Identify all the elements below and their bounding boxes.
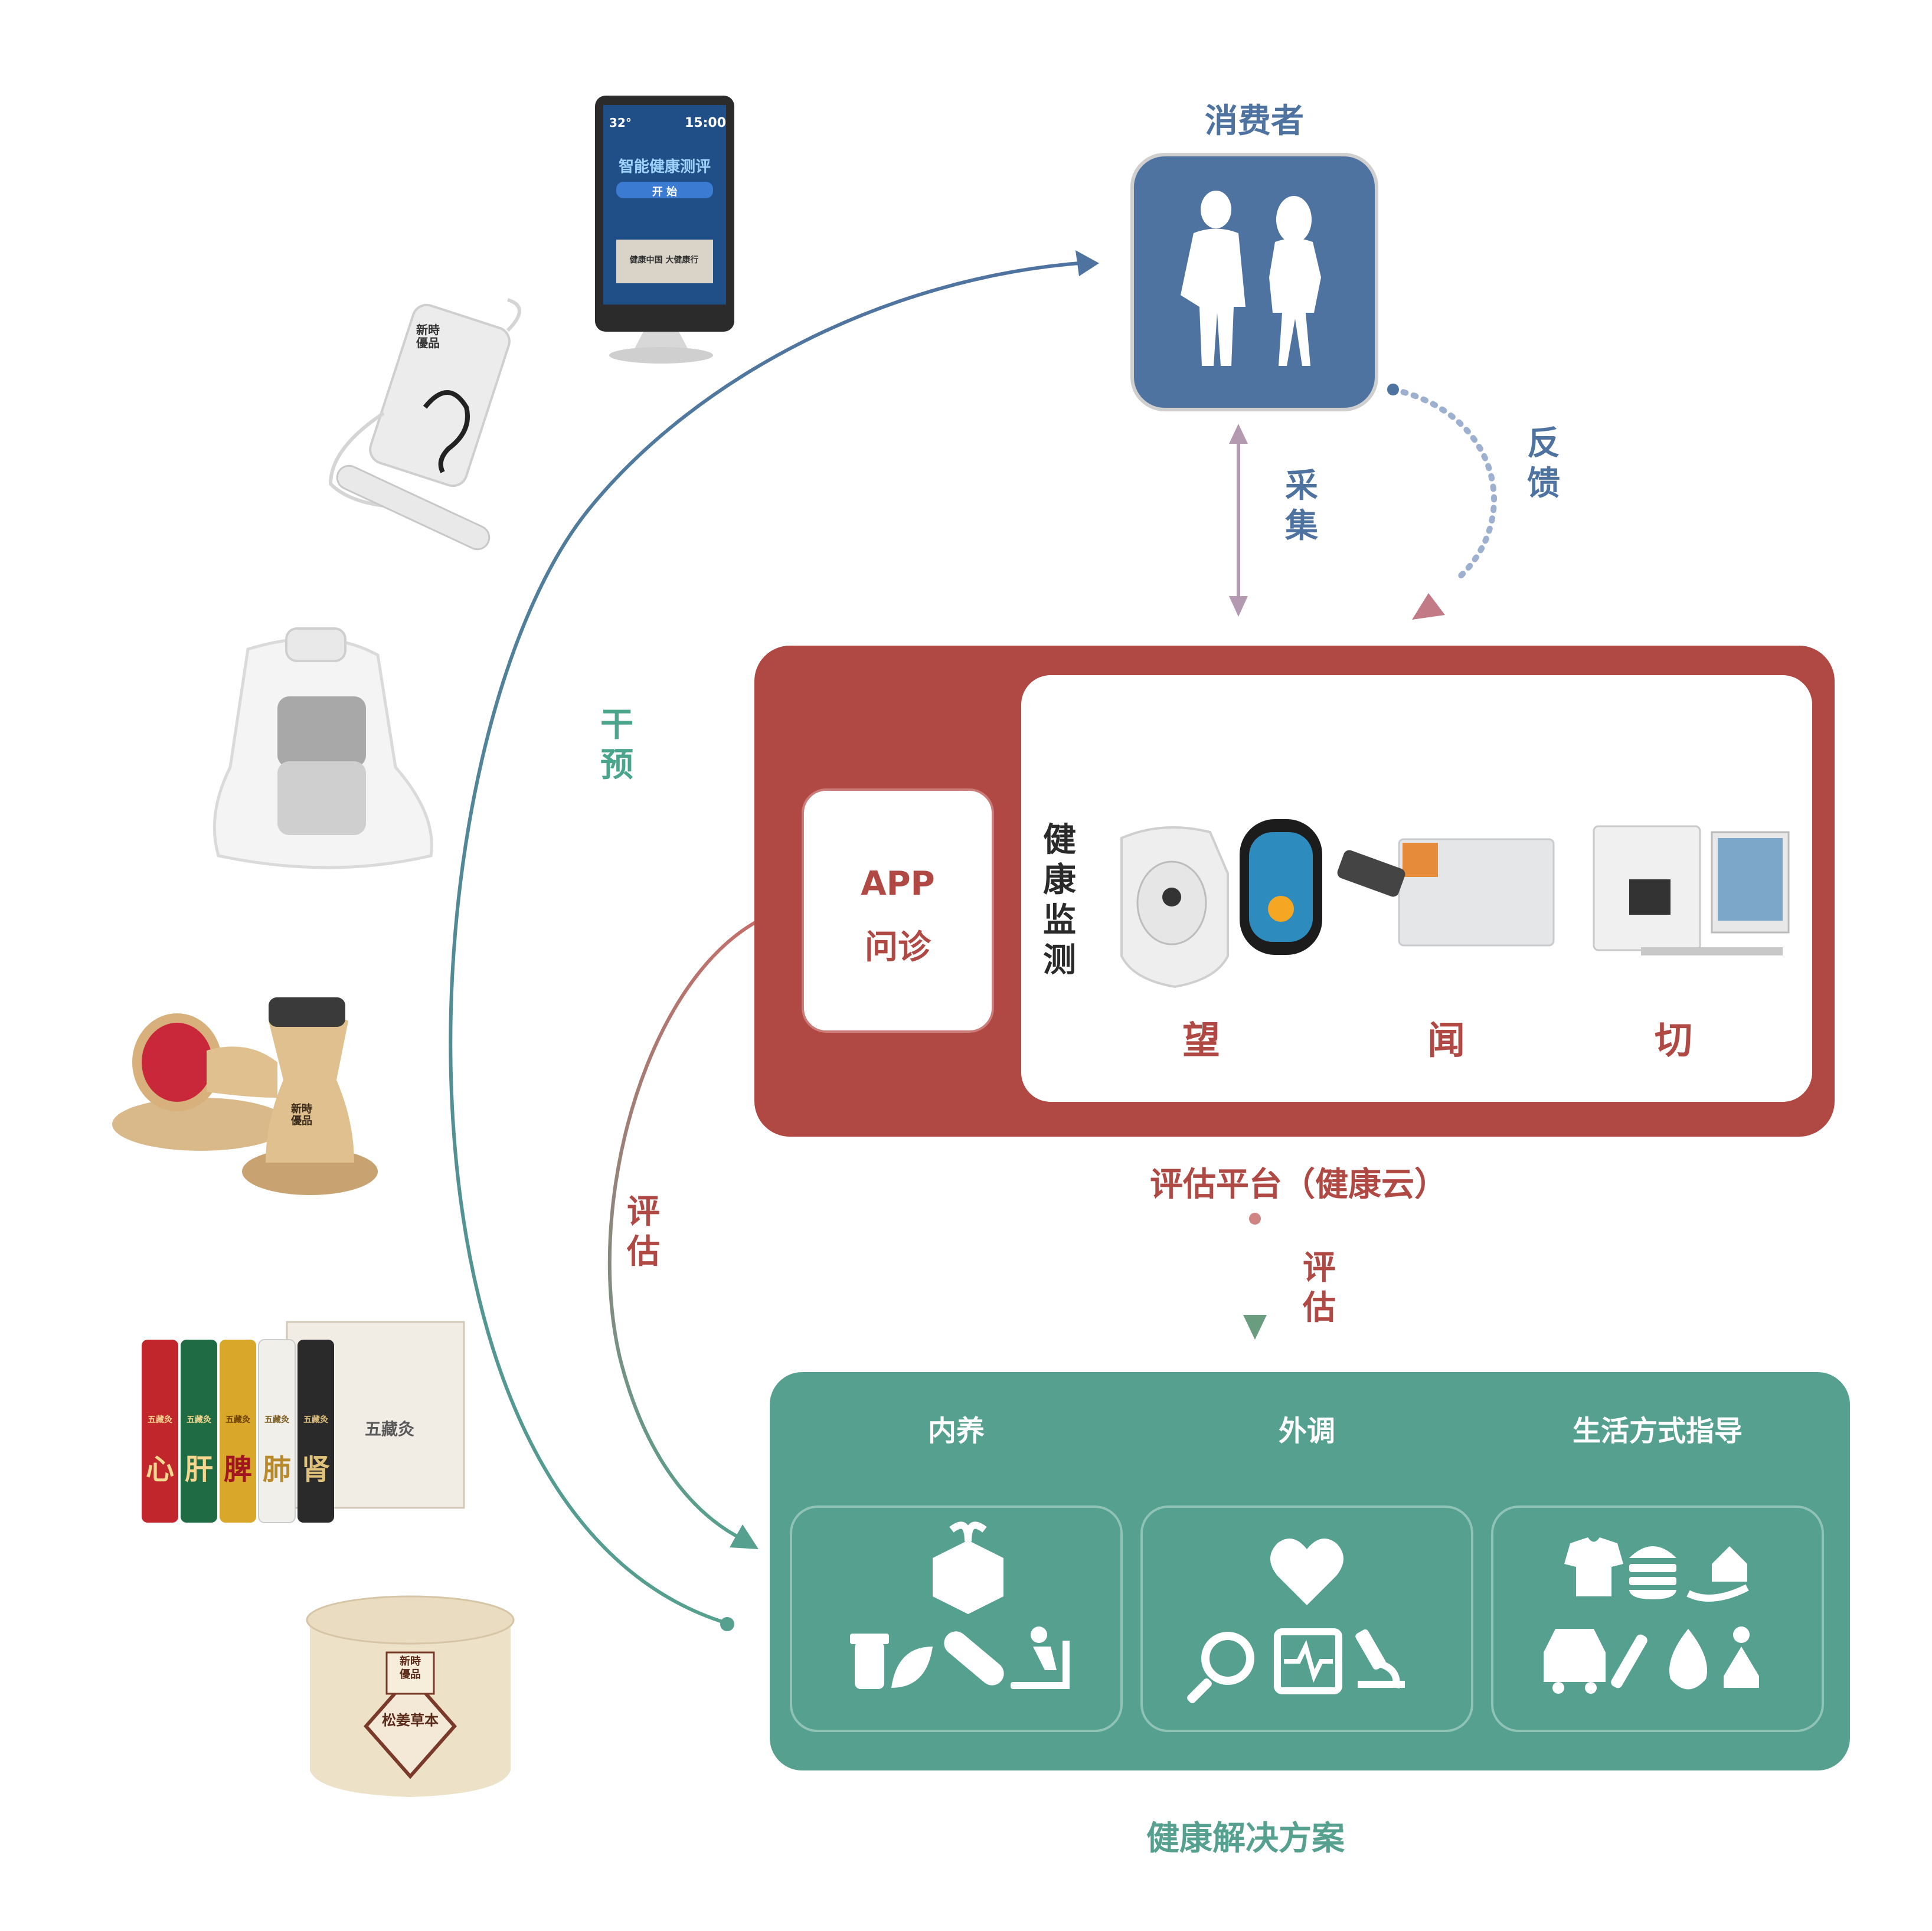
solutions-box [770,1372,1850,1770]
bandage-icon [944,1631,1004,1685]
car-icon [1544,1629,1606,1694]
tube-label-3: 脾 [223,1453,252,1486]
tube-label-1: 心 [145,1453,174,1486]
monitor-label: 健 康 监 测 [1043,821,1076,980]
app-label-line2: 问诊 [865,928,931,967]
solution-col-title-1: 内养 [927,1415,985,1448]
kiosk-time: 15:00 [685,116,727,130]
jar-brand: 新時 優品 [400,1655,421,1681]
method-look: 望 [1182,1019,1220,1063]
magnifier-icon [1187,1632,1254,1703]
shirt-icon [1564,1537,1623,1596]
people-silhouette-icon [1181,191,1321,366]
kiosk-device [595,96,734,364]
ear-device [328,298,521,551]
assess-down-arrow [1243,1213,1267,1340]
tube-label-2: 肝 [184,1453,213,1486]
tube-brand-3: 五藏灸 [225,1415,250,1425]
breath-analyzer-device [1337,838,1555,947]
tube-box-label: 五藏灸 [364,1419,414,1439]
kiosk-temp: 32° [609,116,632,130]
consumer-title: 消费者 [1205,102,1304,140]
water-drop-icon [1669,1629,1707,1690]
tube-brand-4: 五藏灸 [264,1415,289,1425]
face-scanner-device [1120,819,1322,989]
pills-icon [850,1634,889,1689]
solution-col-title-2: 外调 [1278,1415,1335,1448]
tube-brand-2: 五藏灸 [187,1415,211,1425]
ecg-monitor-icon [1274,1628,1342,1694]
app-box [802,788,994,1033]
collect-label: 采 集 [1285,467,1318,545]
platform-caption: 评估平台（健康云） [1150,1166,1447,1204]
microscope-icon [1355,1629,1405,1688]
burger-icon [1629,1546,1676,1599]
herb-leaf-icon [891,1647,933,1688]
meditation-icon [1724,1626,1759,1688]
herbal-jar [306,1595,515,1797]
platform-box [754,646,1835,1137]
ear-device-brand: 新時 優品 [416,323,440,350]
solutions-caption: 健康解决方案 [1146,1819,1345,1858]
home-hand-icon [1686,1546,1749,1602]
tube-label-4: 肺 [262,1453,291,1486]
medical-tools-icon [1611,1634,1647,1688]
moxa-cups [112,997,378,1195]
gift-box-icon [933,1521,1003,1614]
tube-brand-1: 五藏灸 [148,1415,172,1425]
collect-arrow [1229,424,1248,617]
intervene-arrow [449,250,1099,1631]
method-smell: 闻 [1427,1019,1465,1063]
intervene-label: 干 预 [600,706,633,784]
cup-brand: 新時 優品 [291,1103,312,1127]
tube-label-5: 肾 [301,1453,330,1486]
assess-left-label: 评 估 [627,1193,660,1271]
scanner-hood-device [213,627,433,869]
feedback-label: 反 馈 [1527,424,1560,503]
jar-label: 松姜草本 [382,1712,439,1729]
feedback-arrow [1387,384,1497,620]
moxa-tubes [142,1321,465,1523]
kiosk-start: 开 始 [652,186,678,198]
treadmill-icon [1011,1626,1070,1689]
app-label-line1: APP [861,865,935,903]
solution-col-title-3: 生活方式指导 [1572,1415,1743,1448]
kiosk-headline: 智能健康测评 [618,158,711,176]
consumer-box [1130,153,1378,411]
tube-brand-5: 五藏灸 [303,1415,328,1425]
assess-down-label: 评 估 [1303,1249,1336,1327]
heart-icon [1270,1539,1343,1605]
kiosk-slogan: 健康中国 大健康行 [629,256,699,265]
pulse-station-device [1593,825,1790,955]
method-pulse: 切 [1655,1019,1692,1063]
